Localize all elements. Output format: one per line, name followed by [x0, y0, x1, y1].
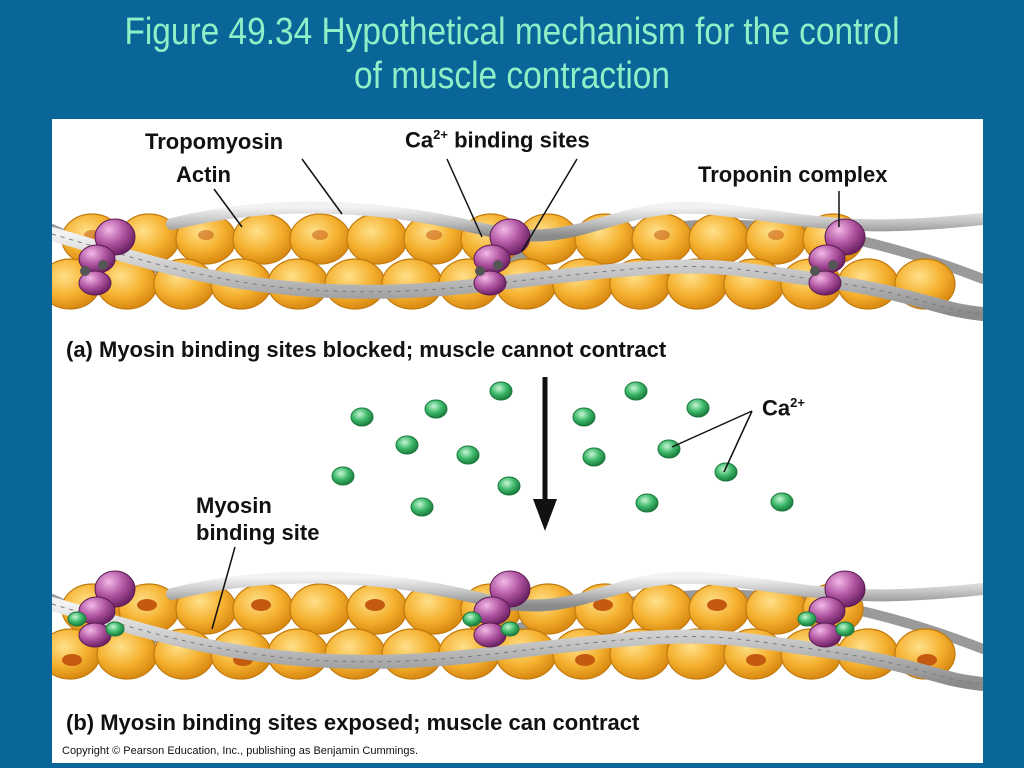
calcium-ion — [624, 381, 648, 401]
myosin-binding-site-dot — [251, 599, 271, 611]
calcium-ion — [770, 492, 794, 512]
troponin-complex — [808, 270, 842, 296]
copyright-notice: Copyright © Pearson Education, Inc., pub… — [62, 745, 419, 757]
myosin-binding-site-dot — [365, 599, 385, 611]
myosin-binding-site-dot — [198, 230, 214, 240]
ca-binding-site — [98, 260, 108, 270]
caption-a: (a) Myosin binding sites blocked; muscle… — [66, 337, 667, 362]
myosin-binding-site-dot — [62, 654, 82, 666]
myosin-binding-site-dot — [593, 599, 613, 611]
myosin-binding-site-dot — [917, 654, 937, 666]
actin-subunit — [688, 213, 750, 265]
bound-calcium-ion — [835, 621, 855, 637]
ca-binding-site — [493, 260, 503, 270]
calcium-ion — [410, 497, 434, 517]
leader-line — [521, 158, 578, 252]
caption-b: (b) Myosin binding sites exposed; muscle… — [66, 710, 640, 735]
calcium-ion — [686, 398, 710, 418]
calcium-ion — [350, 407, 374, 427]
calcium-ion — [582, 447, 606, 467]
calcium-ion — [714, 462, 738, 482]
myosin-binding-site-dot — [575, 654, 595, 666]
troponin-complex-label: Troponin complex — [698, 162, 888, 187]
myosin-binding-site-dot — [654, 230, 670, 240]
bound-calcium-ion — [797, 611, 817, 627]
ca-binding-site — [810, 266, 820, 276]
calcium-ion — [395, 435, 419, 455]
calcium-ion — [456, 445, 480, 465]
tropomyosin-label: Tropomyosin — [145, 129, 284, 154]
calcium-ion — [424, 399, 448, 419]
bound-calcium-ion — [105, 621, 125, 637]
slide-title-line1: Figure 49.34 Hypothetical mechanism for … — [124, 11, 900, 53]
myosin-binding-site-label: Myosin binding site — [196, 493, 320, 545]
myosin-binding-site-dot — [768, 230, 784, 240]
actin-subunit — [631, 583, 693, 635]
slide-title: Figure 49.34 Hypothetical mechanism for … — [61, 10, 962, 98]
calcium-ion — [635, 493, 659, 513]
ca-binding-site — [80, 266, 90, 276]
actin-subunit — [324, 628, 386, 680]
muscle-diagram — [52, 158, 983, 691]
actin-subunit — [324, 258, 386, 310]
calcium-ion — [572, 407, 596, 427]
leader-line — [301, 158, 343, 215]
actin-subunit — [289, 583, 351, 635]
myosin-binding-site-dot — [137, 599, 157, 611]
ca-binding-site — [475, 266, 485, 276]
bound-calcium-ion — [500, 621, 520, 637]
figure-panel: Tropomyosin Actin Ca2+ binding sites Tro… — [52, 119, 983, 763]
calcium-ion — [489, 381, 513, 401]
thin-filament-a — [52, 201, 983, 321]
bound-calcium-ion — [462, 611, 482, 627]
actin-subunit — [232, 213, 294, 265]
myosin-binding-site-dot — [746, 654, 766, 666]
thin-filament-b — [52, 570, 983, 691]
actin-label: Actin — [176, 162, 231, 187]
ca-binding-site — [828, 260, 838, 270]
leader-line — [446, 158, 483, 238]
calcium-ions — [331, 381, 794, 517]
tropomyosin-strand-front — [166, 201, 983, 242]
tropomyosin-strand-front — [52, 597, 983, 691]
myosin-binding-site-dot — [426, 230, 442, 240]
leader-line — [213, 188, 243, 228]
troponin-complex — [473, 270, 507, 296]
leader-line — [211, 546, 236, 630]
calcium-ion — [657, 439, 681, 459]
ca-binding-sites-label: Ca2+ binding sites — [405, 127, 590, 153]
label-leader-lines — [211, 158, 840, 630]
calcium-ion — [497, 476, 521, 496]
myosin-binding-site-dot — [707, 599, 727, 611]
troponin-complex — [78, 270, 112, 296]
tropomyosin-strand-front — [52, 227, 983, 321]
ca-ion-label: Ca2+ — [762, 395, 805, 421]
actin-subunit — [346, 213, 408, 265]
bound-calcium-ion — [67, 611, 87, 627]
leader-line — [723, 410, 753, 473]
calcium-ion — [331, 466, 355, 486]
slide-title-line2: of muscle contraction — [354, 55, 670, 97]
leader-line — [671, 410, 753, 448]
myosin-binding-site-dot — [312, 230, 328, 240]
down-arrow — [533, 377, 557, 531]
